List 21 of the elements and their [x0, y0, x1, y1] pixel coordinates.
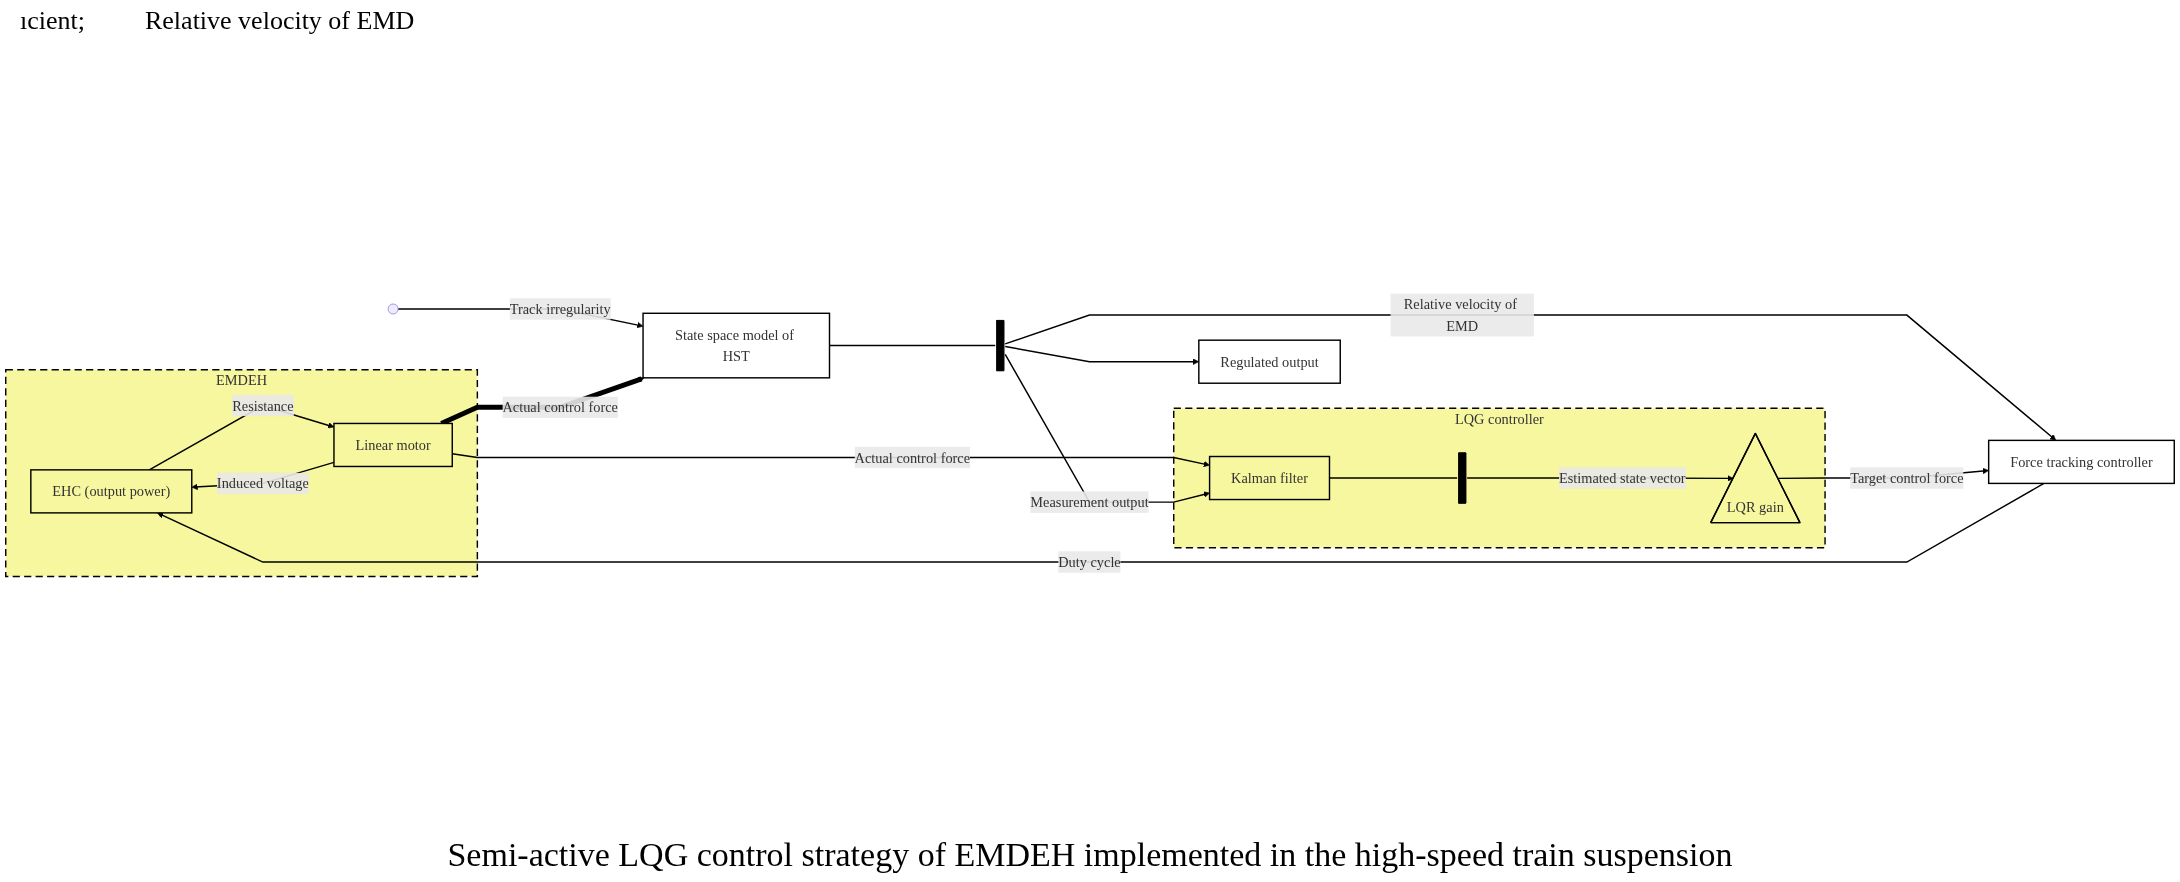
node-box: Force tracking controller	[1987, 439, 2175, 485]
node-box: Linear motor	[333, 422, 453, 468]
note-text: Relative velocity of EMD	[145, 6, 415, 36]
edge-label: Target control force	[1850, 470, 1964, 486]
edge-label: Actual control force	[502, 399, 618, 416]
arrow	[157, 482, 2045, 563]
arrow	[1004, 314, 2057, 441]
edge-label: Duty cycle	[1058, 554, 1121, 570]
edge-label: Measurement output	[1030, 494, 1149, 511]
edge-label: Actual control force	[854, 449, 971, 466]
node-box: Kalman filter	[1208, 455, 1331, 501]
node-box: State space model of HST	[642, 312, 831, 379]
edge-label: Relative velocity of EMD	[1403, 296, 1517, 334]
figure-caption: Semi-active LQG control strategy of EMDEH implemented in the high-speed train suspension	[446, 835, 1734, 875]
edge-label: Estimated state vector	[1558, 470, 1686, 486]
edge-label: Track irregularity	[509, 301, 611, 317]
edge-label: Induced voltage	[216, 475, 309, 492]
node-box: Regulated output	[1198, 339, 1341, 384]
edge-label: Resistance	[232, 397, 294, 414]
node-box: EHC (output power)	[30, 469, 193, 514]
note-text: ıcient;	[20, 6, 85, 36]
